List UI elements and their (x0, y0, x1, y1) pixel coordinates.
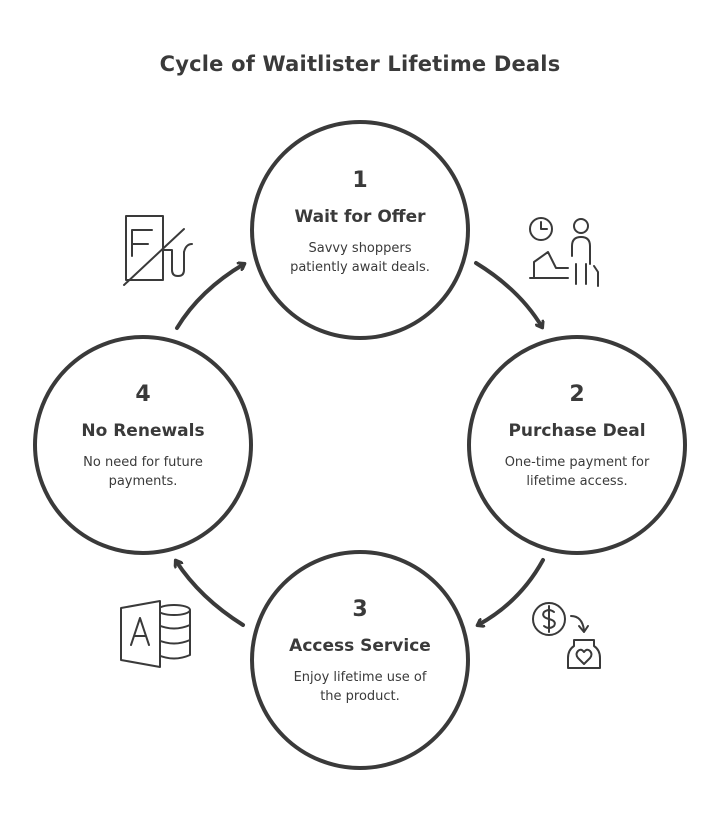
step-2-circle (467, 335, 687, 555)
arrow-1-to-2 (474, 261, 542, 327)
arrow-4-to-1 (175, 264, 244, 330)
step-1-heading: Wait for Offer (294, 207, 426, 227)
no-renewal-crossed-document-icon (123, 215, 193, 286)
step-4-description: No need for future payments. (83, 455, 203, 489)
step-2-number: 2 (569, 382, 585, 407)
step-4: 4 No Renewals No need for future payment… (43, 382, 243, 491)
step-3-number: 3 (352, 597, 368, 622)
arrow-2-to-3 (478, 558, 545, 625)
access-database-icon (120, 600, 191, 668)
diagram-title: Cycle of Waitlister Lifetime Deals (159, 52, 561, 76)
step-3-description: Enjoy lifetime use of the product. (293, 670, 427, 704)
step-1-number: 1 (352, 168, 368, 193)
step-3: 3 Access Service Enjoy lifetime use of t… (260, 597, 460, 706)
person-waiting-clock-icon (529, 217, 599, 287)
step-1-description: Savvy shoppers patiently await deals. (290, 241, 430, 275)
step-4-circle (33, 335, 253, 555)
dollar-to-heart-jar-icon (532, 602, 601, 669)
step-4-heading: No Renewals (81, 421, 205, 441)
step-1: 1 Wait for Offer Savvy shoppers patientl… (260, 168, 460, 277)
step-3-circle (250, 550, 470, 770)
step-4-number: 4 (135, 382, 151, 407)
arrow-3-to-4 (176, 561, 245, 627)
step-2: 2 Purchase Deal One-time payment for lif… (477, 382, 677, 491)
step-1-circle (250, 120, 470, 340)
step-2-heading: Purchase Deal (508, 421, 646, 441)
step-2-description: One-time payment for lifetime access. (504, 455, 650, 489)
step-3-heading: Access Service (289, 636, 431, 656)
